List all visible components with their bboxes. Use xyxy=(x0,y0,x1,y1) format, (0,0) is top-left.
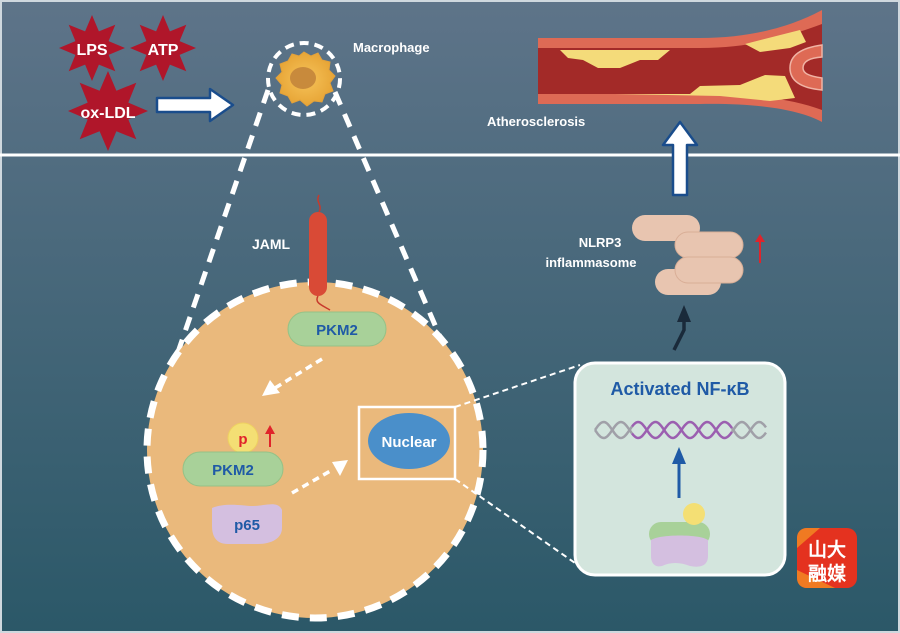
inflammasome-unit xyxy=(674,231,744,259)
nfkb-title: Activated NF-κB xyxy=(610,379,749,399)
star-icon xyxy=(59,15,125,81)
macrophage-cell: Macrophage xyxy=(266,40,430,117)
watermark-logo: 山大 融媒 xyxy=(797,528,857,588)
jaml-tail-bottom xyxy=(316,295,331,311)
nlrp3-label-line1: NLRP3 xyxy=(579,235,622,250)
artery-branch xyxy=(789,44,823,91)
dashed-arrow-head-icon xyxy=(262,380,280,396)
complex-phospho xyxy=(683,503,705,525)
nfkb-up-arrow-icon xyxy=(672,447,686,498)
dna-strand xyxy=(730,420,767,440)
nucleus-highlight-box xyxy=(357,405,457,481)
activation-arrow-icon xyxy=(672,305,691,351)
macrophage-dashed-outline xyxy=(266,41,342,117)
pkm2-protein-bottom xyxy=(182,451,284,487)
dna-strand xyxy=(593,420,633,440)
p65-label: p65 xyxy=(234,517,260,534)
inflammasome-unit xyxy=(674,256,744,284)
dashed-arrow-line xyxy=(291,468,333,495)
logo-text-line2: 融媒 xyxy=(808,563,847,585)
pkm2-label-bottom: PKM2 xyxy=(212,462,254,479)
nucleus xyxy=(368,413,450,469)
star-icon xyxy=(68,71,148,151)
complex-p65 xyxy=(651,535,708,567)
dna-strand xyxy=(593,420,633,440)
zoom-line-left xyxy=(162,89,271,391)
nfkb-complex xyxy=(649,503,710,567)
zoom-connector-bottom xyxy=(454,478,576,564)
stimulus-lps: LPS xyxy=(59,15,125,81)
p65-protein xyxy=(212,504,282,544)
logo-background xyxy=(797,528,857,588)
stimulus-atp: ATP xyxy=(130,15,196,81)
dna-helix-icon xyxy=(593,420,767,440)
dashed-arrow-line xyxy=(274,357,323,390)
nlrp3-label-line2: inflammasome xyxy=(545,255,636,270)
nlrp3-inflammasome: NLRP3 inflammasome xyxy=(545,215,765,295)
plaque-top xyxy=(560,50,670,68)
artery-illustration: Atherosclerosis xyxy=(487,10,823,129)
cell-zoom-view: JAML PKM2 p PKM2 p65 Nuclear xyxy=(143,194,487,622)
arrow-up-icon xyxy=(661,120,699,197)
jaml-tail-top xyxy=(317,194,321,213)
upregulation-arrow-icon xyxy=(755,234,765,263)
atherosclerosis-label: Atherosclerosis xyxy=(487,114,585,129)
nucleus-label: Nuclear xyxy=(381,434,436,451)
stimulus-label-lps: LPS xyxy=(76,42,107,59)
stimulus-ox-ldl: ox-LDL xyxy=(68,71,148,151)
macrophage-label: Macrophage xyxy=(353,40,430,55)
zoom-connector-top xyxy=(454,364,581,408)
stimulus-label-atp: ATP xyxy=(148,42,179,59)
dashed-arrow-head-icon xyxy=(332,460,348,476)
stimulus-label-ox-ldl: ox-LDL xyxy=(80,105,135,122)
pkm2-protein-top xyxy=(287,311,387,347)
dna-strand xyxy=(631,420,734,440)
jaml-label: JAML xyxy=(252,236,291,252)
logo-text-line1: 山大 xyxy=(808,538,846,561)
nfkb-activation-panel: Activated NF-κB xyxy=(573,361,787,577)
pkm2-label-top: PKM2 xyxy=(316,322,358,339)
star-icon xyxy=(130,15,196,81)
arrow-right-icon xyxy=(155,87,235,123)
phospho-up-arrow-icon xyxy=(265,425,275,447)
jaml-receptor xyxy=(309,212,327,296)
logo-accent xyxy=(797,528,835,588)
plaque-bottom xyxy=(615,75,795,101)
plaque-upper-right xyxy=(745,30,806,52)
macrophage-nucleus xyxy=(290,67,316,89)
phospho-label: p xyxy=(238,431,247,448)
dna-strand xyxy=(730,420,767,440)
